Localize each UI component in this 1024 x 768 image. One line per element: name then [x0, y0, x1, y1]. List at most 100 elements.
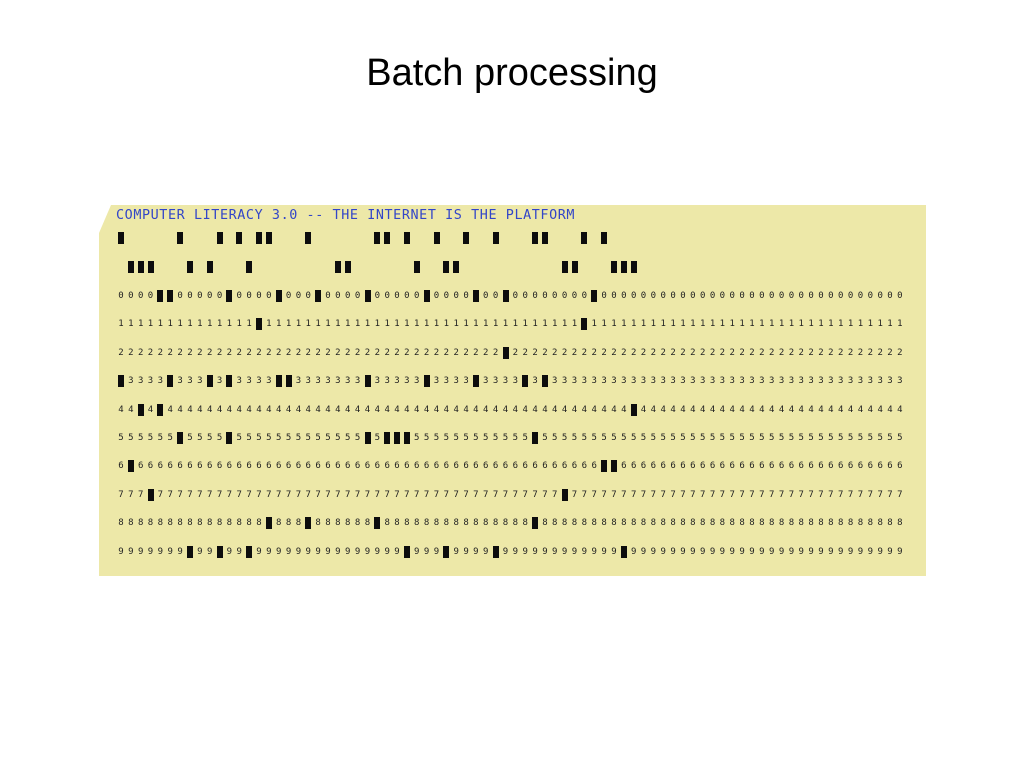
- digit-cell: 2: [680, 347, 686, 358]
- digit-cell: 4: [216, 404, 223, 415]
- digit-cell: 8: [137, 518, 144, 529]
- digit-cell: 7: [423, 489, 430, 500]
- digit-cell: 4: [640, 404, 647, 415]
- digit-cell: 0: [660, 291, 666, 301]
- digit-cell: 6: [197, 461, 203, 472]
- digit-cell: 6: [414, 461, 420, 472]
- digit-cell: 4: [206, 404, 213, 415]
- digit-cell: 7: [768, 489, 775, 500]
- digit-cell: 5: [690, 433, 696, 443]
- digit-cell: 4: [591, 404, 597, 415]
- digit-cell: 4: [147, 404, 154, 415]
- digit-cell: 3: [591, 376, 597, 387]
- digit-cell: 6: [581, 461, 588, 472]
- digit-cell: 3: [887, 376, 893, 387]
- digit-cell: 1: [897, 319, 903, 330]
- digit-cell: 9: [266, 546, 272, 557]
- digit-cell: 1: [561, 319, 568, 330]
- digit-cell: 1: [344, 319, 351, 330]
- digit-cell: 9: [680, 546, 686, 557]
- digit-cell: 0: [384, 291, 390, 301]
- digit-cell: 9: [137, 546, 144, 557]
- digit-cell: 8: [256, 518, 262, 529]
- digit-cell: 0: [847, 291, 854, 301]
- digit-cell: 6: [857, 461, 864, 472]
- digit-cell: 1: [463, 319, 469, 330]
- digit-cell: 2: [561, 347, 568, 358]
- digit-cell: 7: [857, 489, 864, 500]
- digit-cell: 8: [128, 518, 134, 529]
- digit-cell: 1: [670, 319, 676, 330]
- digit-cell: 5: [137, 433, 144, 443]
- digit-cell: 0: [867, 291, 873, 301]
- digit-cell: 1: [226, 319, 233, 330]
- digit-cell: 6: [571, 461, 578, 472]
- digit-cell: 0: [719, 291, 726, 301]
- digit-cell: 1: [828, 319, 834, 330]
- digit-cell: 2: [542, 347, 548, 358]
- digit-cell: 5: [739, 433, 745, 443]
- punch-hole: 3: [274, 374, 284, 388]
- digit-cell: 1: [492, 319, 499, 330]
- digit-cell: 7: [690, 489, 696, 500]
- digit-cell: 7: [492, 489, 499, 500]
- digit-cell: 2: [374, 347, 380, 358]
- digit-cell: 5: [433, 433, 440, 443]
- digit-cell: 9: [423, 546, 430, 557]
- digit-cell: 5: [344, 433, 351, 443]
- digit-cell: 2: [187, 347, 193, 358]
- digit-cell: 9: [236, 546, 242, 557]
- digit-cell: 8: [798, 518, 804, 529]
- digit-cell: 0: [206, 291, 213, 301]
- digit-cell: 8: [719, 518, 726, 529]
- digit-cell: 0: [680, 291, 686, 301]
- digit-cell: 3: [266, 376, 272, 387]
- digit-cell: 1: [808, 319, 814, 330]
- digit-cell: 8: [404, 518, 410, 529]
- digit-cell: 9: [818, 546, 824, 557]
- digit-cell: 8: [394, 518, 400, 529]
- digit-cell: 6: [798, 461, 804, 472]
- digit-cell: 0: [197, 291, 203, 301]
- digit-cell: 7: [167, 489, 173, 500]
- digit-cell: 5: [798, 433, 804, 443]
- digit-cell: 3: [571, 376, 578, 387]
- digit-cell: 6: [226, 461, 233, 472]
- digit-cell: 5: [867, 433, 873, 443]
- punch-hole: 0: [589, 289, 599, 303]
- digit-cell: 4: [808, 404, 814, 415]
- digit-cell: 2: [808, 347, 814, 358]
- digit-cell: 4: [867, 404, 873, 415]
- digit-cell: 4: [759, 404, 765, 415]
- digit-cell: 1: [837, 319, 844, 330]
- digit-cell: 7: [266, 489, 272, 500]
- digit-cell: 3: [295, 376, 302, 387]
- punch-hole: [334, 261, 341, 273]
- digit-cell: 4: [295, 404, 302, 415]
- digit-cell: 3: [374, 376, 380, 387]
- digit-cell: 3: [433, 376, 440, 387]
- digit-cell: 2: [690, 347, 696, 358]
- punch-hole: [236, 232, 243, 244]
- digit-cell: 1: [552, 319, 558, 330]
- punch-hole: 7: [146, 488, 156, 502]
- digit-cell: 2: [768, 347, 775, 358]
- digit-cell: 9: [305, 546, 311, 557]
- digit-cell: 9: [759, 546, 765, 557]
- digit-cell: 0: [690, 291, 696, 301]
- digit-cell: 2: [394, 347, 400, 358]
- punch-hole: 5: [402, 431, 412, 445]
- punch-hole: 3: [363, 374, 373, 388]
- digit-cell: 5: [680, 433, 686, 443]
- digit-cell: 2: [167, 347, 173, 358]
- digit-cell: 6: [246, 461, 252, 472]
- digit-cell: 5: [118, 433, 124, 443]
- digit-cell: 2: [591, 347, 597, 358]
- digit-cell: 9: [325, 546, 331, 557]
- digit-cell: 5: [778, 433, 785, 443]
- digit-cell: 5: [650, 433, 657, 443]
- digit-cell: 0: [640, 291, 647, 301]
- digit-cell: 2: [778, 347, 785, 358]
